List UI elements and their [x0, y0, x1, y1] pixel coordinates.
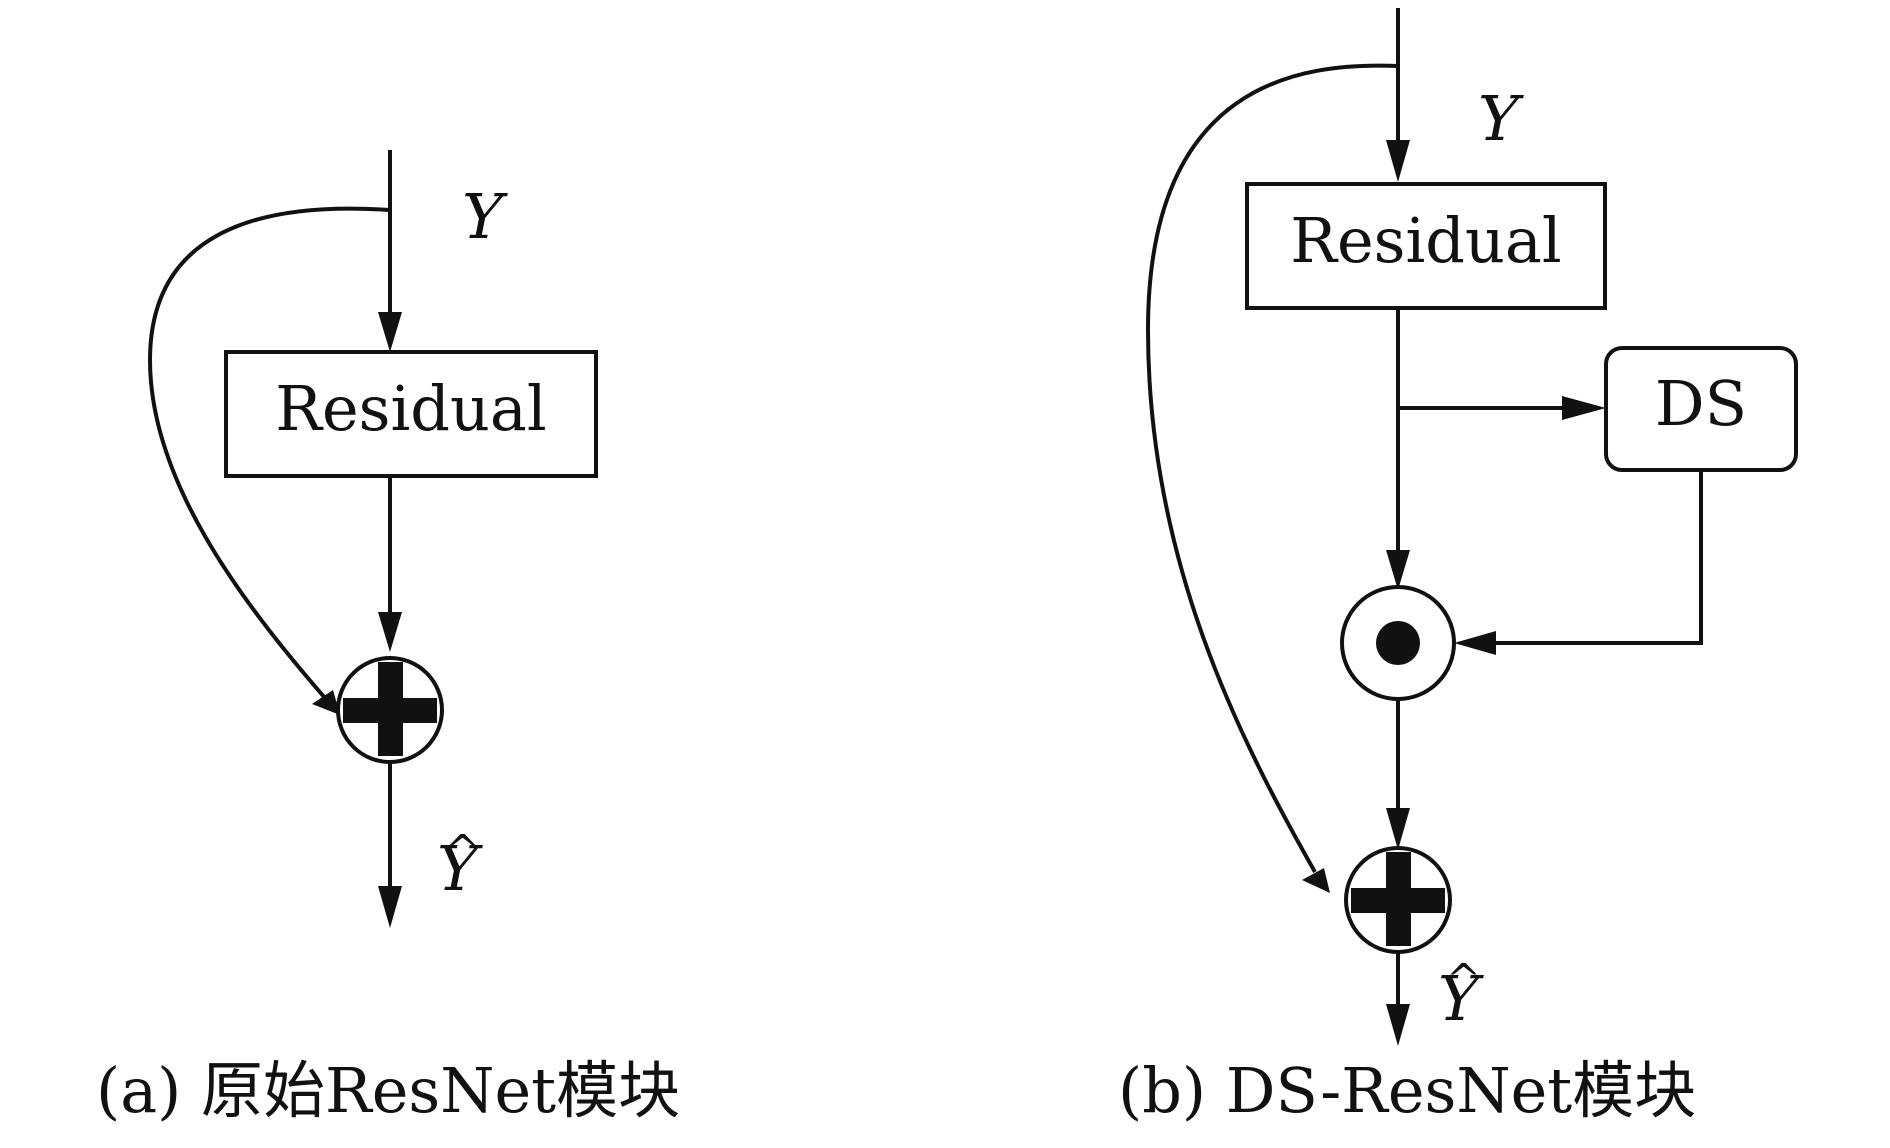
diagram-b: Residual DS Y ^ Y (b) DS-ResNet模块 — [1118, 8, 1798, 1127]
a-arrow-into-residual — [378, 312, 402, 352]
b-arrow-into-add — [1386, 808, 1410, 850]
a-skip-connection — [147, 206, 391, 700]
b-multiply-dot — [1376, 621, 1420, 665]
b-input-label: Y — [1478, 82, 1524, 155]
b-arrow-into-multiply — [1386, 550, 1410, 590]
b-output-hat: ^ — [1446, 955, 1481, 1004]
b-arrow-into-residual — [1386, 140, 1410, 182]
b-skip-connection — [1145, 63, 1399, 873]
b-ds-label: DS — [1655, 367, 1747, 440]
b-arrow-into-ds — [1562, 396, 1606, 420]
a-output-hat: ^ — [445, 826, 480, 875]
b-ds-to-multiply-line — [1480, 470, 1703, 645]
b-output-label: Y — [1438, 962, 1484, 1035]
b-arrow-skip-into-add — [1302, 868, 1330, 893]
b-caption: (b) DS-ResNet模块 — [1118, 1054, 1696, 1127]
a-plus-vertical — [378, 662, 403, 756]
b-arrow-ds-into-multiply — [1454, 631, 1496, 655]
b-plus-vertical — [1386, 852, 1411, 946]
a-input-label: Y — [462, 180, 508, 253]
a-caption: (a) 原始ResNet模块 — [96, 1054, 680, 1127]
a-arrow-into-add — [378, 612, 402, 652]
diagram-a: Residual Y ^ Y (a) 原始ResNet模块 — [96, 150, 680, 1127]
a-residual-label: Residual — [275, 372, 546, 445]
a-output-label: Y — [437, 832, 483, 905]
a-arrow-skip-into-add — [312, 690, 340, 715]
b-residual-box — [1245, 182, 1607, 310]
a-residual-box — [224, 350, 598, 478]
a-output-arrow — [378, 886, 402, 928]
b-output-arrow — [1386, 1004, 1410, 1046]
b-residual-label: Residual — [1290, 204, 1561, 277]
